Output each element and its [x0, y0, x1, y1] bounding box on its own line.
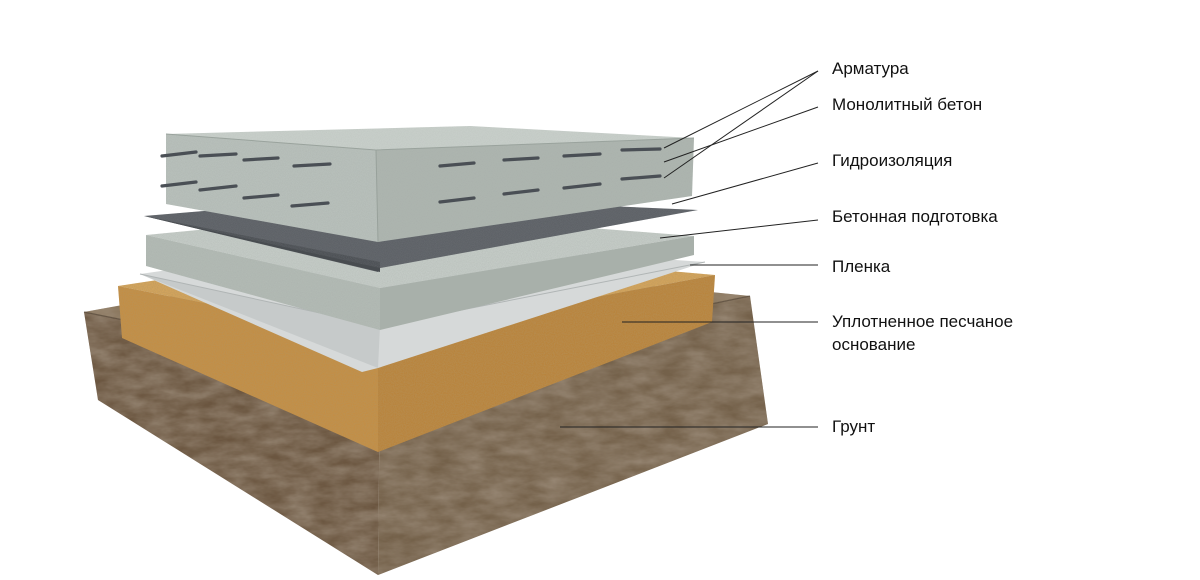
rebar-end	[160, 180, 198, 188]
rebar-end	[292, 162, 332, 168]
rebar-end	[562, 152, 602, 158]
leader-line-rebar-1	[663, 70, 819, 149]
label-monolithic-concrete: Монолитный бетон	[832, 95, 983, 114]
label-film: Пленка	[832, 257, 891, 276]
rebar-end	[290, 201, 330, 208]
label-concrete-preparation: Бетонная подготовка	[832, 207, 998, 226]
rebar-end	[160, 150, 198, 158]
rebar-end	[438, 196, 476, 204]
rebar-end	[502, 156, 540, 162]
label-waterproofing: Гидроизоляция	[832, 151, 953, 170]
label-soil: Грунт	[832, 417, 876, 436]
rebar-end	[242, 193, 280, 200]
label-compacted-sand-line1: Уплотненное песчаное	[832, 312, 1014, 331]
rebar-end	[242, 156, 280, 162]
rebar-end	[502, 188, 540, 196]
rebar-end	[198, 184, 238, 192]
rebar-end	[620, 147, 662, 152]
rebar-ends	[160, 147, 662, 208]
prep-right-face	[380, 236, 694, 330]
leader-line-monolith	[663, 106, 819, 163]
rebar-end	[438, 161, 476, 168]
rebar-end	[198, 152, 238, 158]
leader-line-rebar-2	[663, 70, 819, 179]
leader-line-waterproofing	[671, 162, 819, 205]
leader-line-preparation	[659, 219, 819, 239]
label-rebar: Арматура	[832, 59, 909, 78]
leader-lines	[560, 70, 819, 428]
rebar-end	[620, 174, 662, 181]
label-compacted-sand-line2: основание	[832, 335, 916, 354]
rebar-end	[562, 182, 602, 190]
